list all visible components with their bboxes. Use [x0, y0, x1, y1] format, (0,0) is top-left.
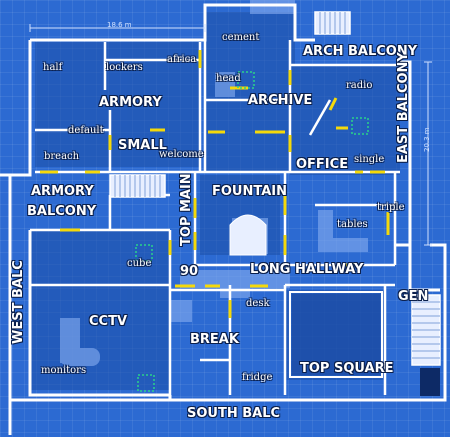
room-label-east-balcony: EAST BALCONY	[396, 52, 411, 163]
room-label-west-balc: WEST BALC	[11, 260, 26, 344]
room-label-long-hallway: LONG HALLWAY	[250, 262, 364, 277]
room-label-break: BREAK	[190, 332, 239, 347]
callout-triple: triple	[377, 202, 405, 213]
room-label-south-balc: SOUTH BALC	[187, 406, 281, 421]
callout-head: head	[216, 73, 241, 84]
callout-single: single	[354, 154, 385, 165]
width-dimension-label: 18.6 m	[107, 21, 132, 29]
room-label-armory-balcony-line2: BALCONY	[27, 204, 97, 219]
callout-fridge: fridge	[242, 372, 273, 383]
room-label-fountain: FOUNTAIN	[212, 184, 288, 199]
room-label-top-main: TOP MAIN	[179, 173, 194, 246]
callout-lockers: lockers	[106, 62, 143, 73]
callout-monitors: monitors	[41, 365, 87, 376]
room-label-office: OFFICE	[296, 157, 349, 172]
room-label-archive: ARCHIVE	[248, 93, 313, 108]
room-label-armory: ARMORY	[99, 95, 162, 110]
room-label-cctv: CCTV	[89, 314, 128, 329]
callout-cube: cube	[127, 258, 152, 269]
callout-cement: cement	[222, 32, 260, 43]
callout-radio: radio	[346, 80, 373, 91]
height-dimension-label: 20.3 m	[423, 127, 431, 152]
room-label-top-square: TOP SQUARE	[300, 361, 394, 376]
room-label-ninety: 90	[180, 264, 199, 279]
callout-desk: desk	[246, 298, 270, 309]
callout-breach: breach	[44, 151, 80, 162]
callout-half: half	[43, 62, 63, 73]
callout-tables: tables	[337, 219, 368, 230]
room-label-gen: GEN	[398, 289, 429, 304]
room-label-arch-balcony: ARCH BALCONY	[303, 44, 418, 59]
callout-default: default	[68, 125, 104, 136]
room-label-small: SMALL	[118, 138, 167, 153]
room-label-armory-balcony-line1: ARMORY	[31, 184, 94, 199]
callout-welcome: welcome	[159, 149, 204, 160]
callout-africa: africa	[167, 54, 197, 65]
